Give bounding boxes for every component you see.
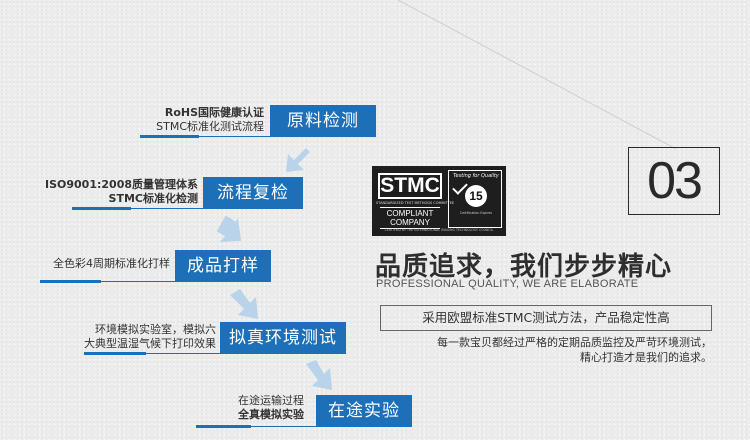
step-1-label: 原料检测 [270,105,376,137]
step-5-caption-line-1: 在途运输过程 [238,394,304,407]
compliant-line-2: COMPANY [390,218,430,227]
step-2-caption-line-2: STMC标准化检测 [108,192,198,205]
step-3-caption: 全色彩4周期标准化打样 [53,257,170,271]
quality-seal-number: 15 [465,185,487,207]
step-5-caption: 在途运输过程 全真模拟实验 [238,394,304,422]
stmc-certification-badge: STMC STANDARDIZED TEST METHODS COMMITTEE… [372,166,506,236]
stmc-logo: STMC STANDARDIZED TEST METHODS COMMITTEE… [376,170,455,232]
step-3-underline [40,280,176,283]
down-arrow-icon [286,144,310,172]
step-4-caption-line-2: 大典型温湿气候下打印效果 [84,337,216,350]
step-number: 03 [647,152,703,210]
step-1-caption-line-2: STMC标准化测试流程 [156,120,264,133]
step-4-underline [84,352,222,355]
step-3-label: 成品打样 [175,250,271,282]
quality-seal-text: Testing for Quality [453,173,499,179]
stmc-logo-text: STMC [378,173,442,199]
section-subheadline: PROFESSIONAL QUALITY, WE ARE ELABORATE [376,278,639,290]
compliant-line-1: COMPLIANT [386,209,434,218]
compliant-company-label: COMPLIANT COMPANY [380,207,440,229]
step-2-underline [72,207,204,210]
step-4-caption: 环境模拟实验室，模拟六 大典型温湿气候下打印效果 [84,323,216,351]
down-arrow-icon [216,215,242,243]
step-2-label: 流程复检 [203,177,303,209]
step-number-frame [628,147,720,215]
step-2-caption-line-1: ISO9001:2008质量管理体系 [45,178,198,191]
description-line-2: 精心打造才是我们的追求。 [580,351,712,364]
quality-seal: Testing for Quality 15 Certification Exp… [448,170,502,228]
step-1-caption-line-1: RoHS国际健康认证 [164,106,264,119]
stmc-logo-subtext: STANDARDIZED TEST METHODS COMMITTEE [376,201,455,205]
step-4-label: 拟真环境测试 [220,322,346,354]
step-3-caption-line-1: 全色彩4周期标准化打样 [53,257,170,270]
section-headline: 品质追求，我们步步精心 [375,252,673,282]
step-5-caption-line-2: 全真模拟实验 [238,408,304,421]
step-2-caption: ISO9001:2008质量管理体系 STMC标准化检测 [45,178,198,206]
test-method-note: 采用欧盟标准STMC测试方法，产品稳定性高 [380,305,712,331]
description-line-1: 每一款宝贝都经过严格的定期品质监控及严苛环境测试， [437,336,712,349]
down-arrow-icon [306,360,332,390]
certified-by-text: CERTIFIED BY THE INTERNATIONAL IMAGING T… [384,228,494,232]
step-5-label: 在途实验 [316,395,412,427]
quality-seal-small-text: Certification Expires [459,211,493,215]
step-1-underline [140,135,272,138]
step-1-caption: RoHS国际健康认证 STMC标准化测试流程 [156,106,264,134]
step-5-underline [196,425,318,428]
step-4-caption-line-1: 环境模拟实验室，模拟六 [95,323,216,336]
quality-description: 每一款宝贝都经过严格的定期品质监控及严苛环境测试， 精心打造才是我们的追求。 [437,335,712,365]
down-arrow-icon [230,289,258,319]
